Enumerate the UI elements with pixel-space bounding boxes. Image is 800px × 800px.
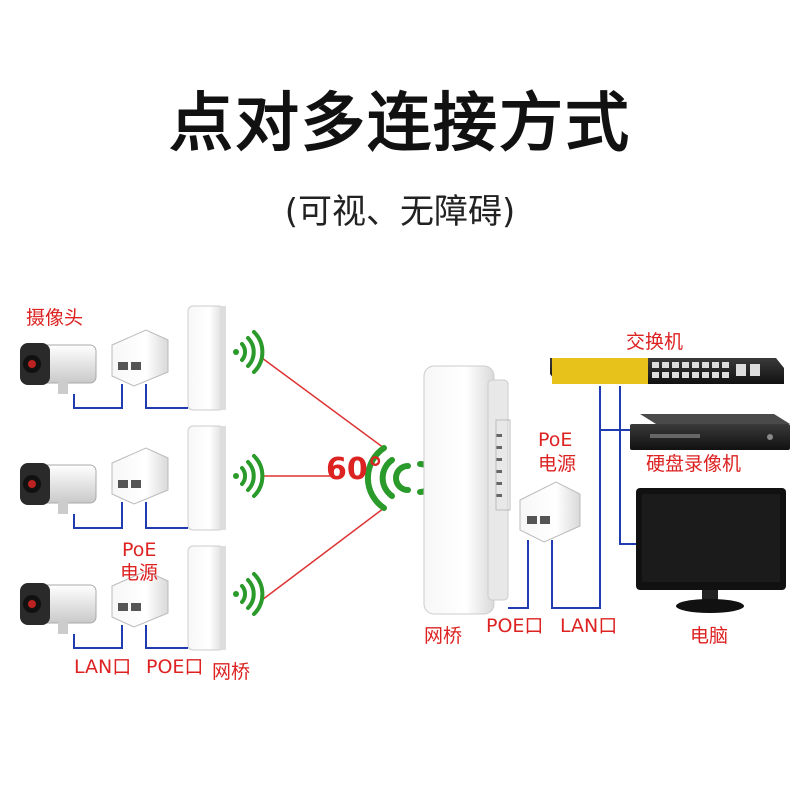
camera-2	[20, 463, 97, 514]
computer-label: 电脑	[690, 625, 729, 647]
bridge-label-right: 网桥	[424, 625, 463, 647]
lan-port-label-right: LAN口	[560, 615, 618, 637]
poe-cable-2	[145, 502, 188, 529]
poe-adapter-main	[519, 481, 581, 543]
lan-port-label-left: LAN口	[74, 656, 132, 678]
page-title: 点对多连接方式	[169, 87, 631, 161]
client-row-2	[20, 425, 265, 531]
pc-cable	[619, 386, 636, 545]
poe-cable-3	[145, 625, 188, 649]
poe-label-right-1: PoE	[538, 429, 573, 451]
bridge-left-2	[187, 425, 226, 531]
poe-adapter-1	[111, 329, 169, 387]
lan-cable-main	[551, 386, 601, 609]
camera-3	[20, 583, 97, 634]
bridge-main	[423, 365, 511, 615]
poe-label-left-1: PoE	[122, 539, 157, 561]
poe-port-label-left: POE口	[146, 656, 204, 678]
poe-port-label-right: POE口	[486, 615, 544, 637]
poe-adapter-3	[111, 570, 169, 628]
bridge-left-1	[187, 305, 226, 411]
camera-1	[20, 343, 97, 394]
poe-label-left-2: 电源	[120, 562, 159, 584]
angle-label: 60°	[326, 452, 383, 487]
radio-link-1	[261, 357, 385, 449]
poe-adapter-2	[111, 447, 169, 505]
radio-link-3	[261, 507, 385, 601]
poe-cable-main	[508, 540, 529, 609]
nvr-label: 硬盘录像机	[646, 453, 742, 475]
wifi-signal-icon-1	[233, 330, 265, 374]
radio-links	[261, 357, 385, 601]
camera-label: 摄像头	[26, 307, 84, 329]
lan-cable-1	[73, 384, 123, 409]
wifi-signal-icon-3	[233, 572, 265, 616]
computer-monitor	[636, 488, 786, 613]
switch-label: 交换机	[626, 331, 684, 353]
bridge-label-left: 网桥	[212, 661, 251, 683]
network-switch	[550, 358, 784, 384]
nvr-recorder	[630, 414, 790, 450]
lan-cable-2	[73, 502, 123, 529]
client-row-1	[20, 305, 265, 411]
poe-label-right-2: 电源	[538, 453, 577, 475]
poe-cable-1	[145, 384, 188, 409]
page-subtitle: (可视、无障碍)	[284, 192, 516, 232]
wifi-signal-icon-2	[233, 454, 265, 498]
lan-cable-3	[73, 625, 123, 649]
bridge-left-3	[187, 545, 226, 651]
client-row-3	[20, 545, 265, 651]
